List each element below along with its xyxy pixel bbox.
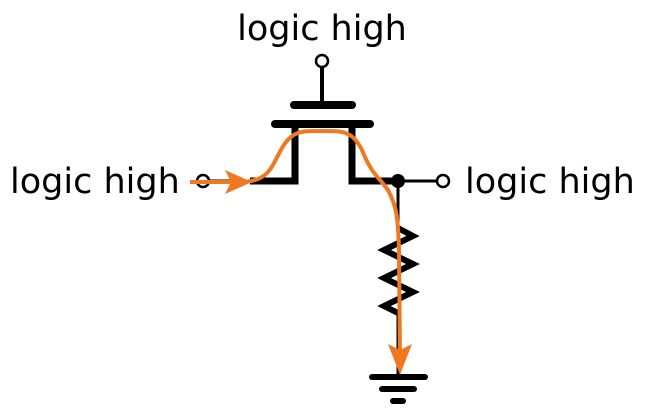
input-arrow-icon: [225, 170, 252, 194]
ground-symbol: [369, 374, 428, 404]
output-terminal: [435, 173, 451, 189]
current-flow-path: [190, 128, 412, 375]
nmos-transistor: [250, 53, 398, 185]
current-line: [190, 128, 402, 361]
gate-label: logic high: [237, 9, 407, 49]
output-label: logic high: [465, 162, 635, 202]
ground-arrow-icon: [388, 344, 412, 375]
gate-terminal: [314, 53, 330, 69]
input-label: logic high: [10, 162, 180, 202]
source-lead: [250, 124, 299, 185]
